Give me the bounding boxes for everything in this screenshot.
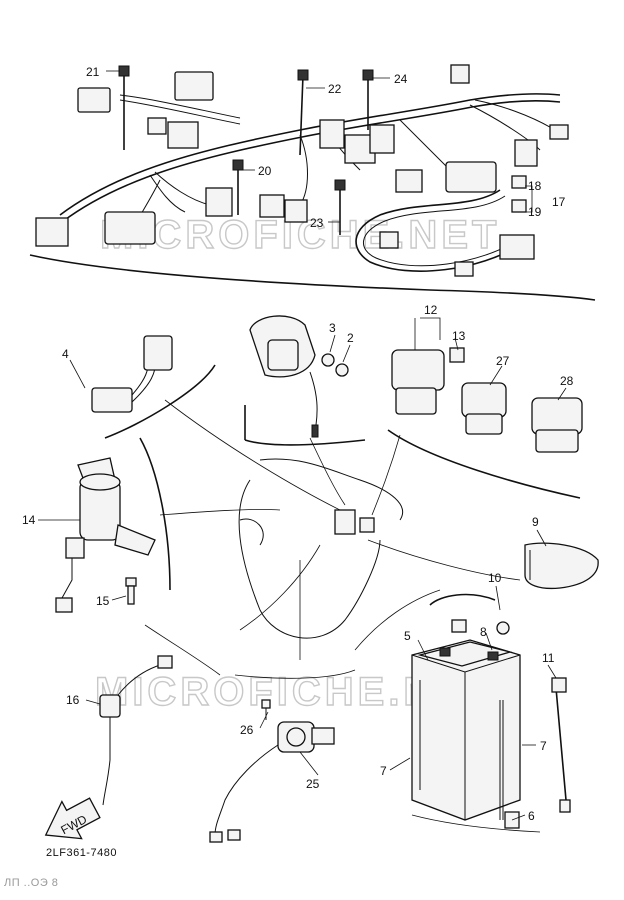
cable-ties [118, 65, 374, 235]
callout-22: 22 [328, 82, 342, 96]
callout-labels: 21 22 24 20 23 18 19 17 12 13 3 2 4 27 2… [22, 65, 574, 823]
callout-3: 3 [329, 321, 336, 335]
callout-11: 11 [542, 651, 555, 665]
callout-2: 2 [347, 331, 354, 345]
callout-5: 5 [404, 629, 411, 643]
wire-harness [29, 93, 596, 301]
part-9-band [524, 542, 599, 590]
callout-10: 10 [488, 571, 502, 585]
callout-26: 26 [240, 723, 254, 737]
harness-connectors [35, 64, 569, 277]
callout-7a: 7 [380, 764, 387, 778]
drawing-code: 2LF361-7480 [46, 847, 117, 859]
part-25-sensor [209, 669, 356, 843]
part-regulator-group [244, 315, 366, 446]
part-16-switch [99, 624, 221, 806]
forward-arrow-icon: FWD [44, 797, 101, 840]
callout-15: 15 [96, 594, 110, 608]
callout-12: 12 [424, 303, 438, 317]
callout-9: 9 [532, 515, 539, 529]
callout-20: 20 [258, 164, 272, 178]
callout-24: 24 [394, 72, 408, 86]
callout-25: 25 [306, 777, 320, 791]
callout-leaders [38, 70, 567, 821]
part-15-screw [125, 577, 137, 605]
callout-6: 6 [528, 809, 535, 823]
callout-19: 19 [528, 205, 542, 219]
callout-17: 17 [552, 195, 566, 209]
part-14-main-switch [55, 437, 171, 613]
callout-7b: 7 [540, 739, 547, 753]
callout-21: 21 [86, 65, 100, 79]
callout-23: 23 [310, 216, 324, 230]
callout-27: 27 [496, 354, 510, 368]
relay-group [387, 347, 583, 499]
callout-8: 8 [480, 625, 487, 639]
callout-28: 28 [560, 374, 574, 388]
frame-center [159, 399, 521, 660]
callout-16: 16 [66, 693, 80, 707]
battery-group [354, 589, 571, 833]
callout-14: 14 [22, 513, 36, 527]
callout-13: 13 [452, 329, 466, 343]
callout-4: 4 [62, 347, 69, 361]
footer-text: ЛП ..ОЭ 8 [4, 877, 58, 889]
callout-18: 18 [528, 179, 542, 193]
part-4-connector [91, 335, 216, 439]
